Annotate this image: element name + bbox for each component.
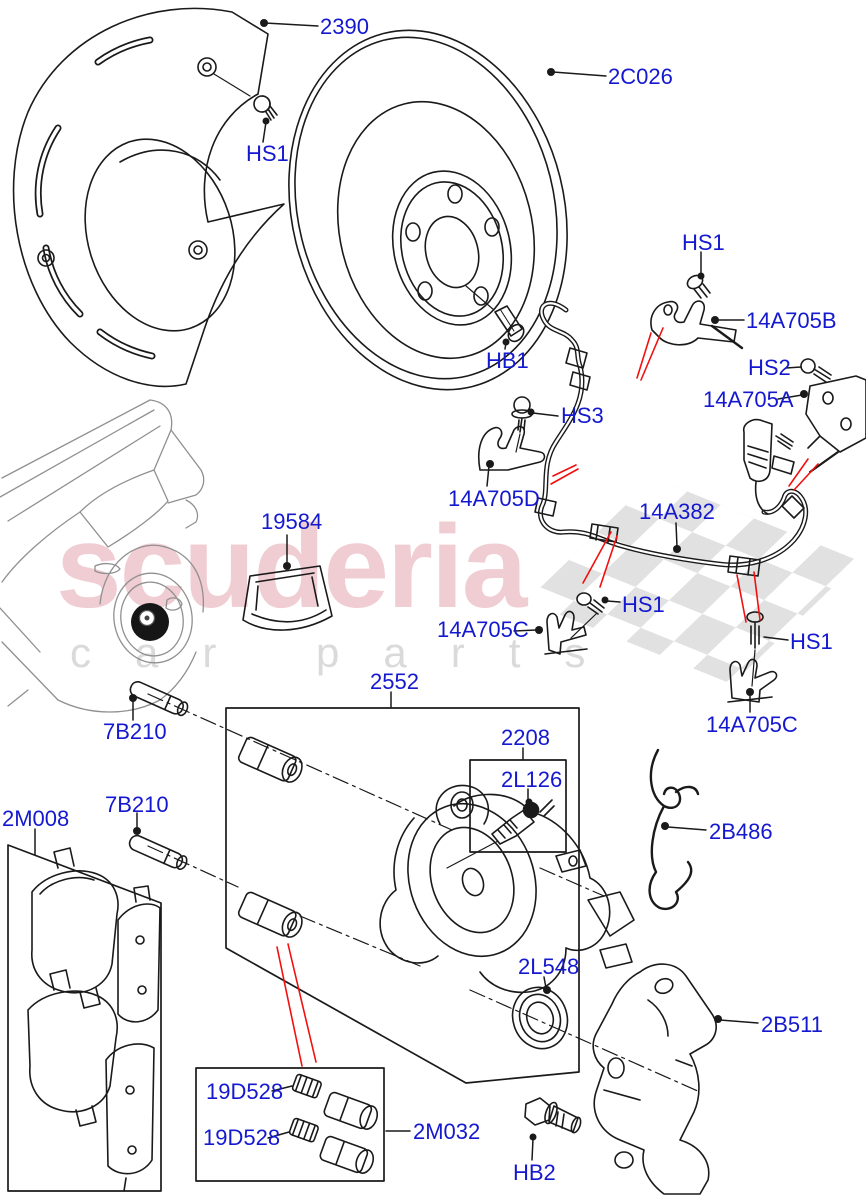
- bracket-14a705a-drawing: [805, 375, 866, 474]
- clip-14a705c-left-drawing: [544, 610, 588, 655]
- leader-lines: [34, 22, 803, 1161]
- bracket-14a705b-drawing: [650, 300, 744, 350]
- carrier-2b511-drawing: [592, 963, 717, 1195]
- bushing-19d528-bottom: [319, 1135, 375, 1174]
- part-label-2208[interactable]: 2208: [501, 725, 550, 750]
- brake-hose-drawing: [534, 300, 809, 577]
- part-label-hs1-midleft[interactable]: HS1: [622, 592, 665, 617]
- hs1-screw-topright: [686, 274, 711, 299]
- part-label-14a705d[interactable]: 14A705D: [448, 486, 540, 511]
- hs2-screw: [800, 358, 832, 383]
- backing-plate-drawing: [12, 7, 285, 388]
- bolt-19d528-top: [291, 1073, 322, 1099]
- part-label-hs1-topright[interactable]: HS1: [682, 230, 725, 255]
- part-label-14a382[interactable]: 14A382: [639, 499, 715, 524]
- part-label-hb2[interactable]: HB2: [513, 1160, 556, 1185]
- leader-dots: [129, 19, 808, 1141]
- part-label-19d528-bottom[interactable]: 19D528: [203, 1125, 281, 1150]
- car-illustration: [0, 399, 205, 713]
- pin-7b210-bottom: [128, 834, 188, 871]
- part-label-14a705b[interactable]: 14A705B: [746, 308, 837, 333]
- part-label-7b210-top[interactable]: 7B210: [103, 719, 167, 744]
- hb1-bolt: [494, 305, 525, 343]
- scuderia-watermark: scuderia: [56, 501, 527, 633]
- bolt-19d528-bottom: [288, 1117, 319, 1143]
- hb2-bolt-drawing: [524, 1097, 582, 1134]
- part-label-2m008[interactable]: 2M008: [2, 806, 70, 831]
- seal-2l548-drawing: [511, 986, 569, 1050]
- bushing-top: [237, 736, 303, 783]
- part-label-14a705a[interactable]: 14A705A: [703, 387, 794, 412]
- part-label-2m032[interactable]: 2M032: [413, 1119, 481, 1144]
- part-label-14a705c-left[interactable]: 14A705C: [437, 617, 529, 642]
- hs1-screw-midleft: [570, 592, 605, 639]
- brake-pads-drawing: [27, 847, 161, 1192]
- part-label-hs1-midright[interactable]: HS1: [790, 629, 833, 654]
- part-label-hb1[interactable]: HB1: [486, 348, 529, 373]
- part-label-2390[interactable]: 2390: [320, 14, 369, 39]
- brake-disc-drawing: [288, 29, 568, 391]
- kit-box-2552: [225, 707, 580, 1084]
- kit-box-2m008: [7, 844, 162, 1192]
- wedge-19584-drawing: [242, 565, 333, 631]
- part-label-2l548[interactable]: 2L548: [518, 954, 580, 979]
- caliper-drawing: [379, 784, 635, 994]
- kit-box-2208: [469, 759, 567, 853]
- bushing-19d528-top: [323, 1091, 379, 1130]
- hs1-screw-midright: [746, 611, 764, 687]
- kit-box-2m032: [195, 1067, 385, 1182]
- bracket-14a705d-drawing: [478, 425, 546, 471]
- abs-sensor-drawing: [742, 418, 795, 515]
- part-label-hs1-topleft[interactable]: HS1: [246, 141, 289, 166]
- red-pointer-lines: [276, 327, 819, 1067]
- part-label-2b511[interactable]: 2B511: [761, 1012, 823, 1037]
- part-label-14a705c-right[interactable]: 14A705C: [706, 712, 798, 737]
- part-label-19584[interactable]: 19584: [261, 509, 323, 534]
- hs1-screw-topleft: [253, 95, 278, 121]
- pin-7b210-top: [129, 681, 189, 717]
- part-label-2c026[interactable]: 2C026: [608, 64, 673, 89]
- bushing-bottom: [237, 891, 303, 938]
- part-label-hs3[interactable]: HS3: [561, 403, 604, 428]
- part-label-2l126[interactable]: 2L126: [501, 767, 563, 792]
- bleed-screw-2l126: [446, 801, 540, 869]
- part-label-19d528-top[interactable]: 19D528: [206, 1079, 284, 1104]
- part-label-hs2[interactable]: HS2: [748, 355, 791, 380]
- part-label-2b486[interactable]: 2B486: [709, 819, 773, 844]
- part-label-7b210-bottom[interactable]: 7B210: [105, 792, 169, 817]
- part-label-2552[interactable]: 2552: [370, 669, 419, 694]
- spring-2b486-drawing: [648, 748, 700, 911]
